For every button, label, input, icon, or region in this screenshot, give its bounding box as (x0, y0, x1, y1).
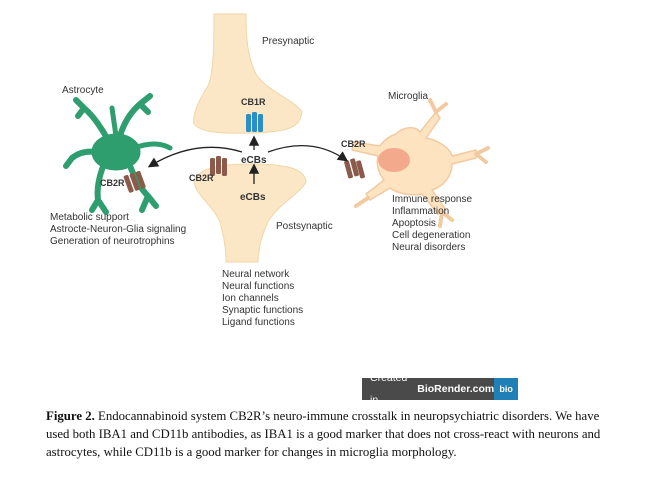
cb2r-receptor-astrocyte-icon (123, 170, 146, 193)
microglia-function: Inflammation (392, 206, 449, 217)
badge-prefix: Created in (370, 372, 408, 406)
astrocyte-functions-list: Metabolic support Astrocte-Neuron-Glia s… (50, 212, 186, 247)
microglia-function: Apoptosis (392, 218, 436, 229)
microglia-function: Immune response (392, 194, 472, 205)
ecbs-lower-label: eCBs (240, 192, 266, 203)
neuron-function: Neural functions (222, 281, 294, 292)
cb1r-label: CB1R (241, 97, 266, 107)
neuron-function: Synaptic functions (222, 305, 303, 316)
neuron-function: Ion channels (222, 293, 279, 304)
microglia-functions-list: Immune response Inflammation Apoptosis C… (392, 194, 472, 253)
microglia-nucleus (378, 148, 410, 172)
postsynaptic-label: Postsynaptic (276, 221, 333, 232)
microglia-label: Microglia (388, 91, 428, 102)
caption-text: Endocannabinoid system CB2R’s neuro-immu… (46, 409, 601, 459)
cb2r-astrocyte-label: CB2R (100, 178, 125, 188)
biorender-logo-icon: bio (494, 378, 518, 400)
presynaptic-neuron (193, 13, 303, 134)
astrocyte-function: Metabolic support (50, 212, 129, 223)
cb1r-receptor-icon (246, 112, 263, 132)
cb2r-microglia-label: CB2R (341, 139, 366, 149)
microglia-function: Cell degeneration (392, 230, 470, 241)
figure-caption: Figure 2. Endocannabinoid system CB2R’s … (46, 407, 616, 461)
neuron-function: Neural network (222, 269, 290, 280)
arrow-to-microglia (267, 144, 349, 162)
badge-brand: BioRender.com (417, 383, 495, 395)
neuron-functions-list: Neural network Neural functions Ion chan… (222, 269, 303, 328)
neuron-function: Ligand functions (222, 317, 295, 328)
cb2r-receptor-postsynaptic-icon (210, 156, 227, 176)
presynaptic-label: Presynaptic (262, 36, 314, 47)
cb2r-receptor-microglia-icon (344, 158, 365, 179)
arrow-to-astrocyte (147, 146, 243, 168)
astrocyte-function: Generation of neurotrophins (50, 236, 175, 247)
microglia-cell (351, 98, 490, 228)
astrocyte-cell (63, 93, 173, 215)
astrocyte-function: Astrocte-Neuron-Glia signaling (50, 224, 186, 235)
biorender-badge: Created in BioRender.com bio (362, 372, 518, 406)
caption-label: Figure 2. (46, 409, 95, 423)
cb2r-postsynaptic-label: CB2R (189, 173, 214, 183)
microglia-function: Neural disorders (392, 242, 465, 253)
astrocyte-label: Astrocyte (62, 85, 104, 96)
ecbs-upper-label: eCBs (241, 155, 267, 166)
